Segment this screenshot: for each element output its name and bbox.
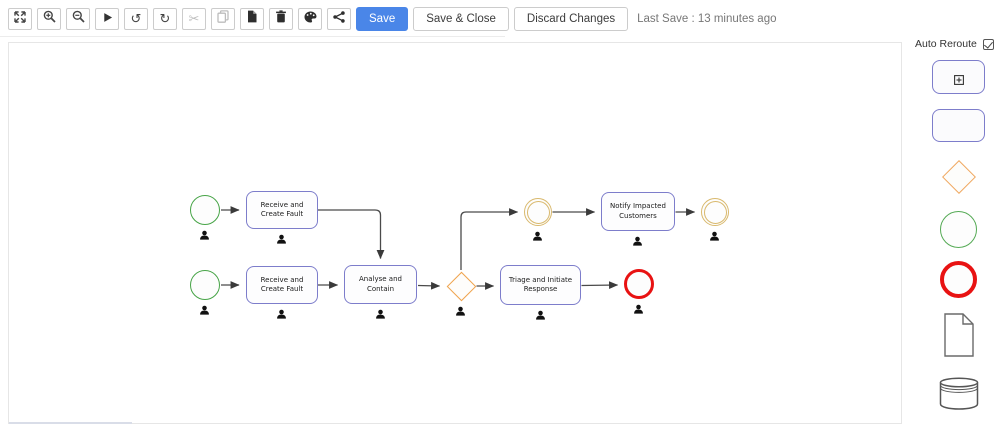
palette-document-shape[interactable]	[943, 313, 974, 362]
user-marker-icon	[535, 307, 546, 320]
user-marker-icon	[199, 227, 210, 240]
save-and-close-button[interactable]: Save & Close	[413, 7, 509, 31]
start-event-node[interactable]	[190, 270, 220, 300]
task-node-analyse[interactable]: Analyse and Contain	[344, 265, 417, 304]
zoom-in-button[interactable]	[37, 8, 61, 30]
user-marker-icon	[375, 306, 386, 319]
share-icon	[333, 10, 345, 28]
zoom-in-icon	[43, 10, 56, 28]
user-marker-icon	[199, 302, 210, 315]
shape-palette	[921, 60, 996, 415]
cut-icon: ✂	[188, 11, 200, 27]
horizontal-scrollbar[interactable]	[9, 422, 132, 424]
last-save-status: Last Save : 13 minutes ago	[637, 13, 777, 25]
palette-datastore-shape[interactable]	[939, 377, 979, 415]
share-button[interactable]	[327, 8, 351, 30]
intermediate-event-node[interactable]	[701, 198, 729, 226]
task-node-triage[interactable]: Triage and Initiate Response	[500, 265, 581, 305]
theme-palette-button[interactable]	[298, 8, 322, 30]
palette-subprocess-shape[interactable]	[932, 60, 985, 94]
task-label: Receive and Create Fault	[260, 200, 304, 218]
palette-gateway-shape[interactable]	[941, 160, 976, 194]
cut-button[interactable]: ✂	[182, 8, 206, 30]
task-label: Triage and Initiate Response	[508, 275, 573, 293]
toolbar: ↺ ↻ ✂ Save Save & Close Discard Changes …	[8, 7, 777, 31]
task-node-notify[interactable]: Notify Impacted Customers	[601, 192, 675, 231]
user-marker-icon	[632, 233, 643, 246]
auto-reroute-checkbox[interactable]	[982, 38, 994, 50]
toolbar-divider	[0, 36, 505, 37]
user-marker-icon	[633, 301, 644, 314]
task-label: Notify Impacted Customers	[610, 202, 666, 220]
palette-task-shape[interactable]	[932, 109, 985, 142]
palette-end-event-shape[interactable]	[940, 261, 977, 298]
start-event-node[interactable]	[190, 195, 220, 225]
paste-icon	[246, 10, 258, 28]
user-marker-icon	[532, 228, 543, 241]
task-label: Receive and Create Fault	[260, 275, 304, 293]
diagram-canvas[interactable]: Receive and Create Fault Receive and Cre…	[8, 42, 902, 424]
play-icon	[102, 10, 113, 28]
user-marker-icon	[276, 306, 287, 319]
redo-icon: ↻	[159, 11, 171, 27]
task-node-receive-top[interactable]: Receive and Create Fault	[246, 191, 318, 229]
user-marker-icon	[455, 303, 466, 316]
expand-marker-icon	[953, 72, 964, 90]
discard-changes-button[interactable]: Discard Changes	[513, 7, 629, 31]
sequence-flow-edges	[221, 206, 696, 290]
undo-icon: ↺	[130, 11, 142, 27]
task-node-receive-bottom[interactable]: Receive and Create Fault	[246, 266, 318, 304]
auto-reroute-control: Auto Reroute	[915, 38, 994, 50]
user-marker-icon	[709, 228, 720, 241]
redo-button[interactable]: ↻	[153, 8, 177, 30]
user-marker-icon	[276, 231, 287, 244]
copy-button[interactable]	[211, 8, 235, 30]
zoom-out-button[interactable]	[66, 8, 90, 30]
save-button[interactable]: Save	[356, 7, 409, 31]
palette-icon	[304, 10, 317, 28]
intermediate-event-node[interactable]	[524, 198, 552, 226]
delete-button[interactable]	[269, 8, 293, 30]
end-event-node[interactable]	[624, 269, 654, 299]
undo-button[interactable]: ↺	[124, 8, 148, 30]
zoom-out-icon	[72, 10, 85, 28]
trash-icon	[275, 10, 287, 28]
auto-reroute-label: Auto Reroute	[915, 38, 977, 50]
fit-screen-icon	[14, 10, 26, 28]
task-label: Analyse and Contain	[359, 275, 402, 293]
paste-button[interactable]	[240, 8, 264, 30]
play-button[interactable]	[95, 8, 119, 30]
copy-icon	[217, 10, 229, 28]
palette-start-event-shape[interactable]	[940, 211, 977, 248]
fit-screen-button[interactable]	[8, 8, 32, 30]
